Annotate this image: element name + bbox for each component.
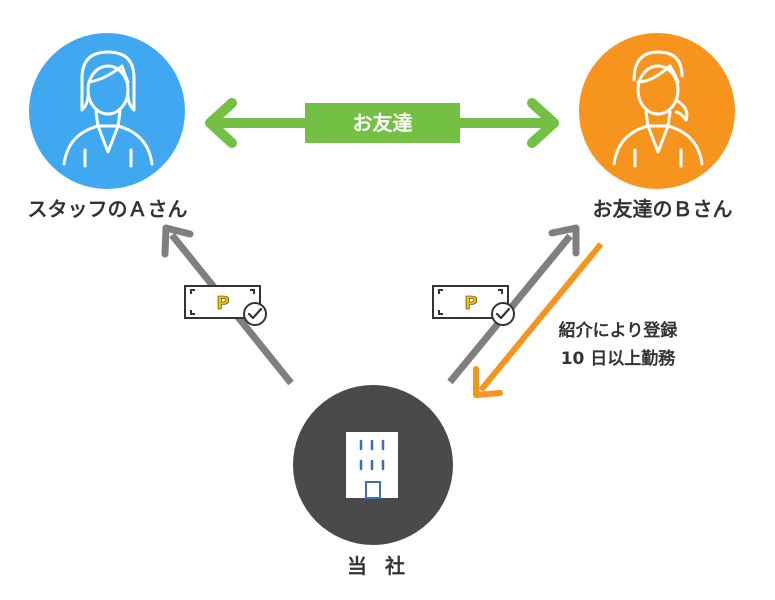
female-staff-icon: [62, 50, 154, 168]
point-ticket-icon: P: [184, 285, 267, 326]
check-circle-icon: [491, 302, 515, 326]
friendship-label: お友達: [352, 111, 413, 135]
ticket-symbol: P: [464, 293, 477, 314]
friend-b-node: [579, 33, 735, 189]
check-circle-icon: [243, 302, 267, 326]
friend-b-circle: [579, 33, 735, 189]
friendship-arrow: [205, 98, 559, 148]
referral-condition: 紹介により登録 10 日以上勤務: [538, 317, 698, 373]
point-ticket-icon: P: [432, 285, 515, 326]
referral-condition-line1: 紹介により登録: [558, 321, 678, 341]
company-node: [293, 385, 453, 545]
ticket-symbol: P: [216, 293, 229, 314]
referral-condition-line2: 10 日以上勤務: [560, 349, 676, 369]
friend-b-label: お友達のＢさん: [592, 197, 733, 221]
staff-a-node: [29, 33, 185, 189]
office-building-icon: [346, 432, 398, 499]
staff-a-label: スタッフのＡさん: [27, 197, 188, 221]
staff-a-circle: [29, 33, 185, 189]
female-friend-icon: [612, 50, 704, 168]
company-label: 当社: [347, 554, 423, 578]
referral-arrow: [473, 242, 604, 398]
friendship-pill: [305, 103, 460, 143]
